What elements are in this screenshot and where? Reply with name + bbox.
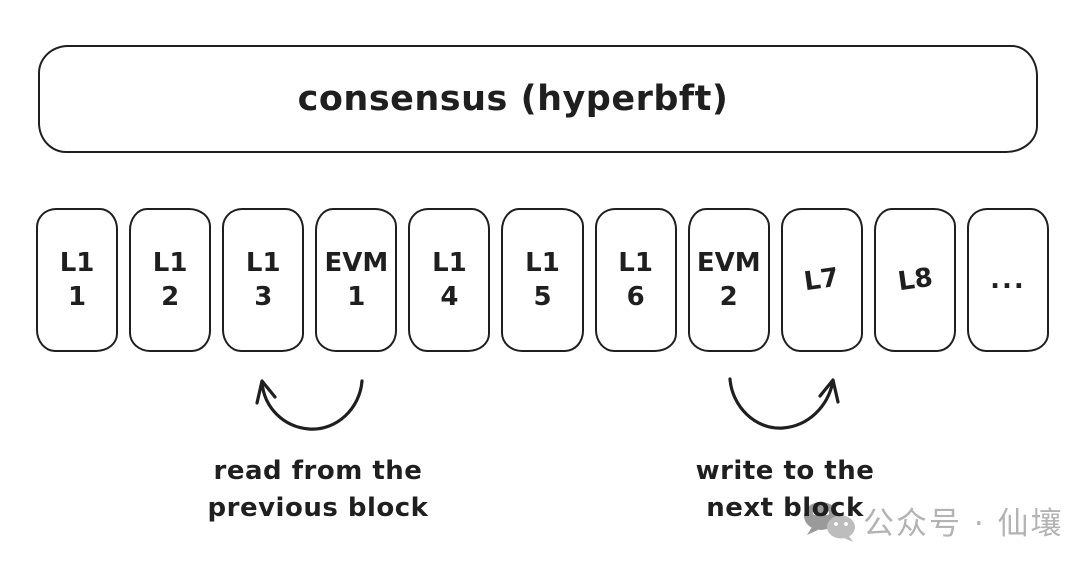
block-label: L1 (525, 248, 560, 278)
block-label: EVM (324, 248, 389, 278)
block-label: ... (990, 265, 1026, 295)
block-l1-5: L1 5 (501, 208, 584, 352)
block-label: 3 (254, 282, 273, 312)
block-label: 2 (161, 282, 180, 312)
block-l7: L7 (780, 208, 863, 352)
consensus-box: consensus (hyperbft) (38, 45, 1038, 153)
block-label: L1 (59, 248, 95, 278)
note-line: next block (706, 493, 864, 523)
block-label: L8 (895, 262, 935, 298)
block-label: EVM (696, 248, 761, 278)
block-label: 1 (347, 282, 366, 312)
note-read-previous-block: read from the previous block (193, 453, 443, 527)
block-ellipsis: ... (966, 208, 1050, 352)
curved-arrow-read-icon (255, 379, 364, 431)
block-label: 1 (68, 282, 87, 312)
block-l1-2: L1 2 (129, 208, 212, 352)
block-l1-1: L1 1 (36, 208, 119, 352)
watermark: 公众号 · 仙壤 (800, 498, 1064, 543)
block-l1-6: L1 6 (594, 208, 677, 352)
block-evm-2: EVM 2 (687, 208, 770, 352)
block-label: 4 (440, 282, 459, 312)
block-label: L7 (802, 262, 842, 298)
block-label: 5 (533, 282, 552, 312)
wechat-icon (804, 501, 855, 542)
block-l8: L8 (873, 208, 956, 352)
curved-arrow-write-icon (728, 377, 840, 430)
blocks-row: L1 1 L1 2 L1 3 EVM 1 L1 4 L1 5 L1 6 EVM (36, 208, 1050, 352)
block-label: 6 (626, 282, 645, 312)
note-line: previous block (207, 493, 429, 523)
block-label: 2 (719, 282, 738, 312)
block-evm-1: EVM 1 (315, 208, 398, 352)
note-write-next-block: write to the next block (660, 453, 910, 527)
note-line: write to the (695, 456, 875, 486)
block-label: L1 (245, 248, 281, 278)
note-line: read from the (213, 456, 423, 486)
watermark-text: 公众号 · 仙壤 (863, 506, 1064, 542)
block-label: L1 (432, 248, 467, 278)
block-label: L1 (618, 248, 653, 278)
block-label: L1 (152, 248, 188, 278)
consensus-title: consensus (hyperbft) (297, 79, 729, 119)
block-l1-4: L1 4 (408, 208, 491, 352)
block-l1-3: L1 3 (222, 208, 305, 352)
